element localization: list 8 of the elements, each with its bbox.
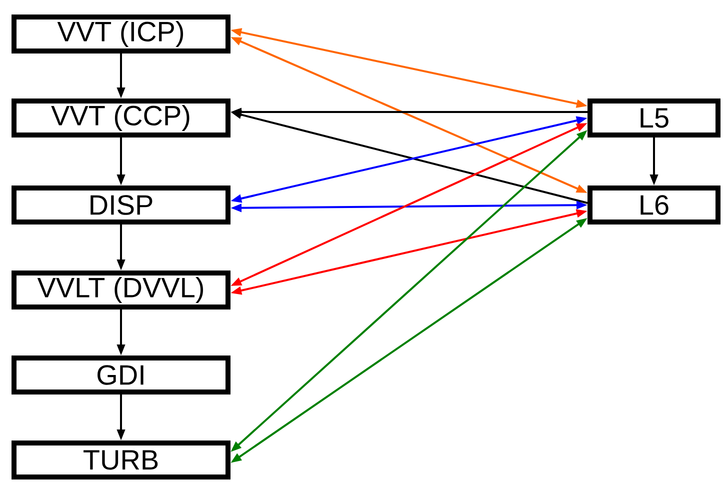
process-box: DISP	[12, 186, 230, 224]
process-box: TURB	[12, 440, 230, 480]
process-box: L6	[588, 186, 720, 224]
process-box: VVLT (DVVL)	[12, 270, 230, 310]
process-box: VVT (ICP)	[12, 14, 230, 54]
process-box: GDI	[12, 356, 230, 394]
process-box: VVT (CCP)	[12, 98, 230, 138]
process-box: L5	[588, 98, 720, 138]
